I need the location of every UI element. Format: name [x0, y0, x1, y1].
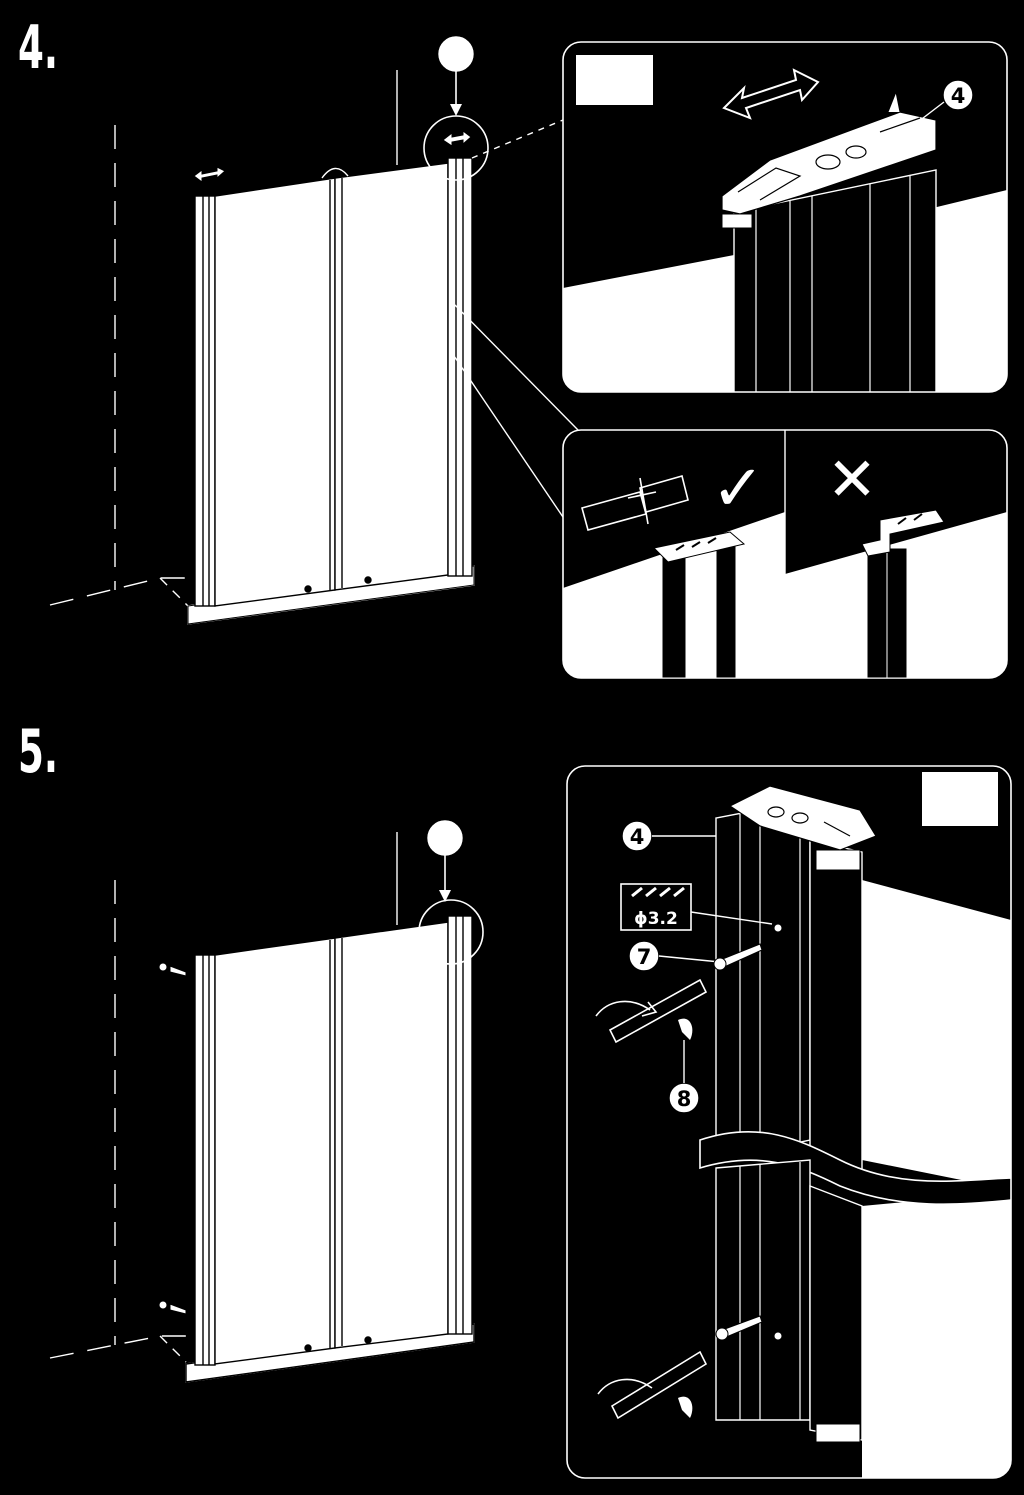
- highlight-circle: [418, 899, 484, 965]
- label-box: [922, 772, 998, 826]
- adjust-arrow-icon: [193, 166, 226, 183]
- step-5-detail-panel: 4 ϕ3.2 7: [566, 765, 1012, 1479]
- callout-label-4: 4: [951, 84, 966, 108]
- step-5-number: 5.: [18, 717, 59, 787]
- callout-circle: [942, 79, 974, 111]
- screw-icon: [713, 943, 763, 1341]
- correct-check-icon: ✓: [711, 452, 765, 526]
- right-wall-profile: [447, 915, 473, 1335]
- wall-profile-detail: [715, 799, 811, 1161]
- zoom-leader-line: [449, 299, 579, 431]
- indicator-bubble: [438, 36, 474, 72]
- step-4-number: 4.: [18, 13, 59, 83]
- left-wall-profile: [194, 195, 216, 607]
- glass-panel-left: [214, 937, 336, 1365]
- adjust-arrow-icon: [722, 68, 820, 120]
- floor-guide-line: [49, 577, 197, 606]
- step-4-detail-panel-top: 4: [562, 41, 1008, 393]
- glass-panel-left: [214, 177, 336, 607]
- callout-label-4: 4: [630, 825, 645, 849]
- floor-guide-line: [49, 1335, 197, 1359]
- callout-label-8: 8: [677, 1087, 692, 1111]
- screwdriver-icon: [595, 978, 708, 1420]
- step-5-main-view: [49, 820, 484, 1383]
- glass-panel-right: [334, 162, 449, 591]
- screw-icon: [158, 962, 187, 1315]
- wall-profile-detail: [733, 169, 937, 392]
- indicator-bubble: [427, 820, 463, 856]
- zoom-leader-line: [449, 349, 566, 521]
- label-box: [576, 55, 653, 105]
- callout-label-7: 7: [637, 945, 652, 969]
- step-4-detail-panel-bottom: ✓ ✕: [562, 429, 1008, 679]
- top-bracket-detail: [728, 785, 877, 851]
- top-bracket-detail: [721, 111, 937, 215]
- rotation-arrow-icon: [678, 1018, 693, 1418]
- left-wall-profile: [194, 954, 216, 1366]
- right-wall-profile: [447, 157, 473, 577]
- wrong-cross-icon: ✕: [827, 445, 877, 515]
- drill-bit-label: ϕ3.2: [620, 883, 692, 931]
- drill-size-text: ϕ3.2: [634, 909, 678, 929]
- wall-surface: [862, 880, 1011, 1190]
- adjust-arrow-icon: [442, 130, 472, 147]
- top-handle: [321, 167, 349, 179]
- step-4-main-view: [49, 36, 579, 625]
- glass-panel-right: [334, 921, 449, 1349]
- floor-guide-line: [159, 577, 189, 607]
- level-tool-icon: [581, 475, 689, 531]
